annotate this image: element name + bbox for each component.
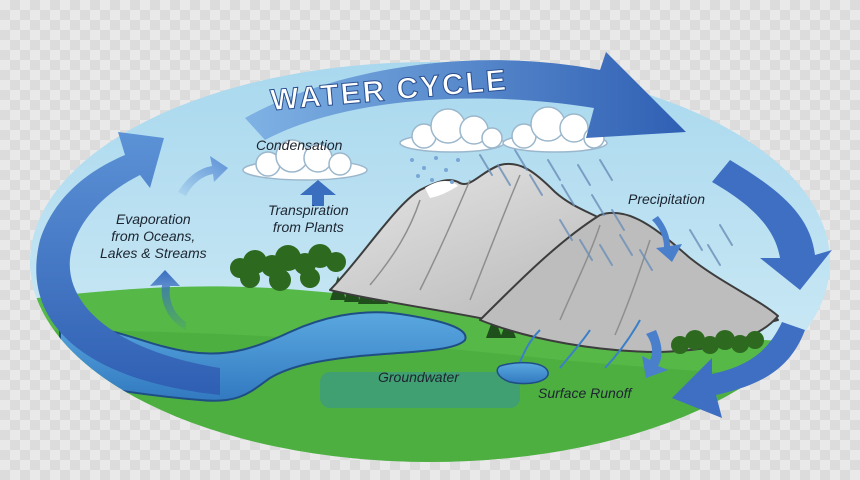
mountain-ridges: [369, 174, 651, 336]
cycle-arrow-left: [36, 132, 220, 395]
forest-left: [230, 244, 346, 291]
groundwater-text: Groundwater: [378, 369, 459, 385]
evaporation-line2: from Oceans,: [111, 228, 196, 244]
transpiration-line1: Transpiration: [268, 202, 349, 218]
label-surface-runoff: Surface Runoff: [538, 385, 631, 402]
label-groundwater: Groundwater: [378, 369, 459, 386]
forest-right: [671, 330, 764, 354]
evaporation-line1: Evaporation: [115, 211, 191, 227]
cycle-arrow-bottom: [672, 322, 805, 418]
transpiration-arrow-up: [300, 180, 336, 206]
surface-runoff-text: Surface Runoff: [538, 385, 632, 401]
label-evaporation: Evaporation from Oceans, Lakes & Streams: [100, 211, 207, 262]
cycle-arrow-top: [245, 52, 686, 140]
precipitation-arrow-down: [652, 216, 682, 262]
pond: [496, 361, 549, 385]
snow-dots: [410, 156, 460, 184]
cycle-arrow-right: [712, 160, 832, 290]
cloud-rain-1: [399, 108, 505, 153]
evaporation-line3: Lakes & Streams: [100, 245, 207, 261]
precipitation-rain: [479, 149, 733, 271]
precipitation-text: Precipitation: [628, 191, 706, 207]
label-condensation: Condensation: [256, 137, 342, 154]
streams: [519, 319, 641, 369]
label-transpiration: Transpiration from Plants: [268, 202, 349, 236]
evaporation-arrow-up: [150, 270, 186, 330]
evaporation-arrow-right: [178, 156, 228, 196]
cloud-condensation: [242, 139, 368, 181]
groundwater-area: [320, 372, 520, 408]
condensation-text: Condensation: [256, 137, 343, 153]
transpiration-line2: from Plants: [272, 219, 344, 235]
runoff-arrow: [642, 330, 668, 378]
label-precipitation: Precipitation: [628, 191, 705, 208]
mountains: [329, 162, 779, 353]
